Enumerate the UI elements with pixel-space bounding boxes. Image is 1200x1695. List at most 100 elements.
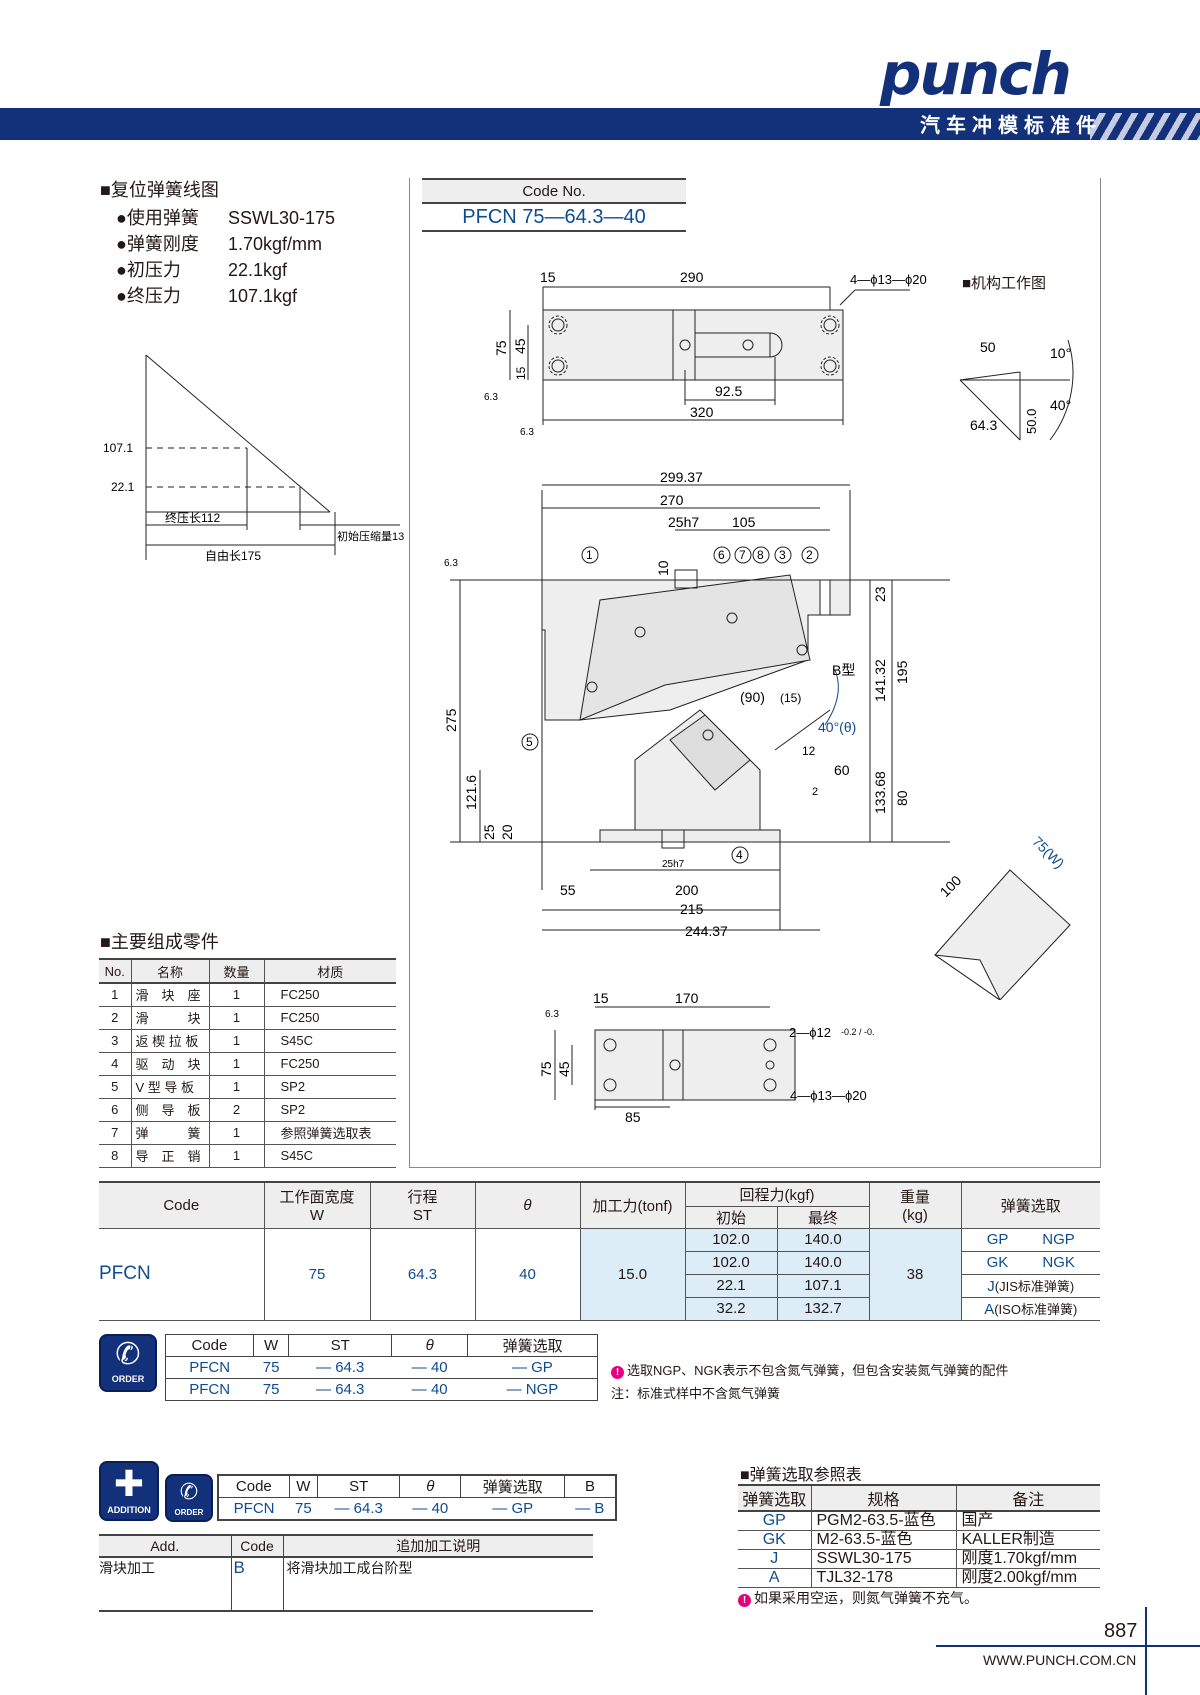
- hole-spec: 4—ϕ13—ϕ20: [850, 272, 927, 287]
- balloon-1: 1: [586, 548, 593, 562]
- spring-ref-note: !如果采用空运，则氮气弹簧不充气。: [738, 1588, 978, 1608]
- y-label-final: 107.1: [103, 441, 133, 455]
- free-length-label: 自由长175: [205, 549, 261, 563]
- dim-90: (90): [740, 689, 765, 705]
- angle-theta: 40°(θ): [818, 719, 856, 735]
- bottom-dim-85: 85: [625, 1109, 641, 1125]
- bottom-dim-170: 170: [675, 990, 699, 1006]
- roughness-2: 6.3: [520, 427, 534, 438]
- dim-92-5: 92.5: [715, 383, 742, 399]
- punch-logo: punch: [880, 40, 1072, 108]
- parts-title: ■主要组成零件: [100, 932, 219, 952]
- balloon-8: 8: [757, 548, 764, 562]
- roughness-1: 6.3: [484, 392, 498, 403]
- dim-60: 60: [834, 762, 850, 778]
- dim-25: 25: [481, 824, 497, 840]
- bottom-hole-spec: 4—ϕ13—ϕ20: [790, 1088, 867, 1103]
- mech-40deg: 40°: [1050, 397, 1071, 413]
- dim-80: 80: [894, 790, 910, 806]
- dim-200: 200: [675, 882, 699, 898]
- final-length-label: 终压长112: [165, 510, 220, 525]
- dim-23: 23: [872, 586, 888, 602]
- order-icon: ✆ORDER: [99, 1334, 157, 1392]
- dim-299-37: 299.37: [660, 470, 703, 485]
- page-number: 887: [1104, 1620, 1138, 1642]
- dim-45: 45: [512, 338, 528, 354]
- dim-215: 215: [680, 901, 704, 917]
- spring-ref-title: ■弹簧选取参照表: [740, 1467, 862, 1484]
- dim-10: 10: [655, 560, 671, 576]
- mech-10deg: 10°: [1050, 345, 1071, 361]
- dim-195: 195: [894, 660, 910, 684]
- code-no-value: PFCN 75—64.3—40: [462, 206, 646, 228]
- side-view-drawing: 299.37 270 25h7 105 10 23 141.32 195 275…: [443, 470, 950, 939]
- dim-25h7-b: 25h7: [662, 859, 685, 870]
- header-stripes: [1090, 113, 1200, 140]
- wedge-75w: 75(W): [1029, 833, 1067, 871]
- balloon-2: 2: [806, 548, 813, 562]
- type-b-label: B型: [832, 662, 855, 678]
- footer-url: WWW.PUNCH.COM.CN: [983, 1652, 1137, 1668]
- warning-icon: !: [738, 1594, 751, 1607]
- mech-64-3: 64.3: [970, 417, 997, 433]
- mech-50: 50: [980, 339, 996, 355]
- dim-25h7: 25h7: [668, 514, 699, 530]
- part-balloons: 1 2 3 4 5 6 7 8: [521, 546, 819, 864]
- dim-2: 2: [812, 786, 818, 798]
- dim-290: 290: [680, 269, 704, 285]
- order-note-1: !选取NGP、NGK表示不包含氮气弹簧，但包含安装氮气弹簧的配件: [611, 1360, 1008, 1379]
- mech-50-0: 50.0: [1024, 409, 1039, 434]
- bottom-view-drawing: 15 170 2—ϕ12 -0.2 / -0.3 4—ϕ13—ϕ20 75 45…: [538, 990, 875, 1125]
- footer-vertical-rule: [1145, 1607, 1147, 1695]
- header-band: [0, 108, 1200, 140]
- balloon-3: 3: [779, 548, 786, 562]
- dim-75: 75: [493, 340, 509, 356]
- dim-55: 55: [560, 882, 576, 898]
- header-tagline: 汽车冲模标准件: [920, 115, 1102, 137]
- wedge-view-drawing: 100 75(W): [934, 833, 1071, 1000]
- dim-121-6: 121.6: [463, 775, 479, 810]
- pin-spec: 2—ϕ12: [789, 1025, 831, 1040]
- roughness-side: 6.3: [444, 558, 458, 569]
- warning-icon: !: [611, 1366, 624, 1379]
- code-no-box: Code No. PFCN 75—64.3—40: [422, 178, 686, 232]
- dim-244-37: 244.37: [685, 923, 728, 939]
- footer-rule: [936, 1645, 1200, 1647]
- bottom-roughness: 6.3: [545, 1009, 559, 1020]
- dim-275: 275: [443, 708, 459, 732]
- dim-270: 270: [660, 492, 684, 508]
- bottom-dim-45: 45: [556, 1061, 572, 1077]
- wedge-100: 100: [937, 872, 965, 900]
- dim-15-b: (15): [780, 691, 801, 705]
- code-no-label: Code No.: [422, 180, 686, 204]
- addition-order-icon: ✆ORDER: [165, 1474, 213, 1522]
- balloon-4: 4: [736, 848, 743, 862]
- dim-15: 15: [540, 269, 556, 285]
- order-note-2: 注：标准式样中不含氮气弹簧: [611, 1386, 781, 1401]
